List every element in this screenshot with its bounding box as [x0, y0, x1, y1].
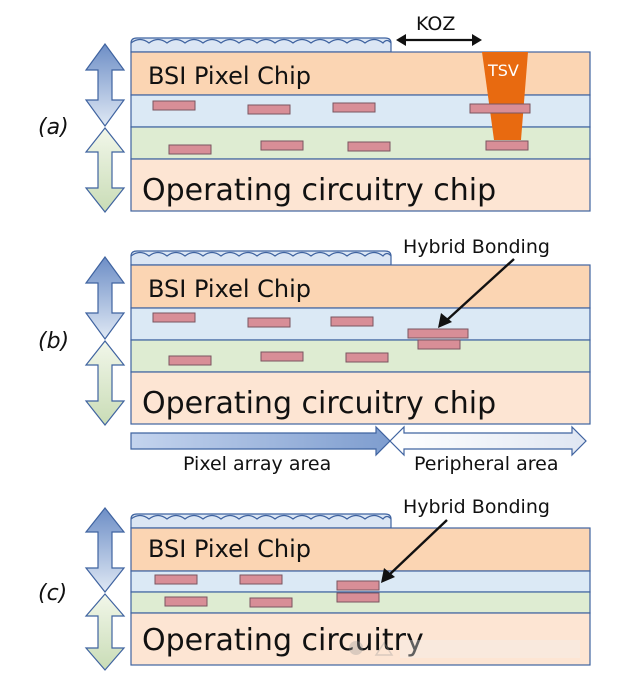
bond-pads — [152, 312, 469, 366]
operating-thickness-arrow — [84, 340, 126, 426]
pad — [336, 592, 380, 603]
pad — [168, 144, 212, 155]
panel-label-a: (a) — [38, 115, 69, 140]
pad — [152, 312, 196, 323]
operating-layer — [130, 158, 591, 212]
hybrid-bonding-label: Hybrid Bonding — [403, 496, 550, 518]
operating-thickness-arrow — [84, 127, 126, 213]
pad — [417, 339, 461, 350]
bond-pads — [152, 100, 531, 155]
koz-arrow — [396, 34, 482, 46]
bsi-thickness-arrow — [84, 507, 126, 593]
koz-label: KOZ — [416, 13, 455, 35]
bond-pads — [154, 574, 380, 608]
panel-c: Hybrid Bonding BSI Pixel Chip Operating … — [38, 496, 591, 671]
pad — [330, 316, 374, 327]
tsv-via — [482, 52, 528, 140]
hybrid-bonding-arrow — [438, 258, 515, 328]
pixel-array-area-label: Pixel array area — [183, 453, 331, 475]
hybrid-bonding-arrow — [381, 519, 448, 583]
pad — [249, 597, 293, 608]
microlens-array — [130, 250, 392, 266]
pad — [239, 574, 283, 585]
panel-a: TSV KOZ BSI Pixel Chip Operating circuit… — [38, 13, 591, 213]
panel-label-c: (c) — [38, 581, 67, 606]
hybrid-bonding-label: Hybrid Bonding — [403, 236, 550, 258]
pad — [260, 140, 304, 151]
bsi-chip-label: BSI Pixel Chip — [148, 62, 311, 90]
pad — [485, 140, 529, 151]
peripheral-area-arrow — [389, 425, 587, 457]
bsi-thickness-arrow — [84, 255, 126, 341]
watermark — [349, 640, 580, 658]
bsi-chip-label: BSI Pixel Chip — [148, 535, 311, 563]
bsi-thickness-arrow — [84, 42, 126, 128]
pixel-array-area-arrow — [130, 425, 391, 457]
pad — [164, 596, 208, 607]
panel-b: Hybrid Bonding BSI Pixel Chip Operating … — [38, 236, 591, 475]
pad — [168, 355, 212, 366]
pad — [469, 103, 531, 114]
operating-layer — [130, 371, 591, 425]
pad — [247, 317, 291, 328]
pad — [345, 352, 389, 363]
bsi-layer — [130, 264, 591, 309]
operating-layer — [130, 612, 591, 666]
pad — [154, 574, 198, 585]
pad — [347, 141, 391, 152]
pad — [152, 100, 196, 111]
bsi-chip-label: BSI Pixel Chip — [148, 275, 311, 303]
panel-label-b: (b) — [38, 329, 69, 354]
pad — [336, 580, 380, 591]
operating-chip-label: Operating circuitry chip — [142, 386, 496, 421]
microlens-array — [130, 513, 392, 529]
pad — [247, 104, 291, 115]
peripheral-area-label: Peripheral area — [414, 453, 559, 475]
tsv-label: TSV — [487, 61, 519, 80]
operating-chip-label: Operating circuitry chip — [142, 173, 496, 208]
operating-chip-label: Operating circuitry — [142, 623, 424, 658]
pad — [260, 351, 304, 362]
pad — [407, 328, 469, 339]
pad — [332, 102, 376, 113]
microlens-array — [130, 37, 392, 53]
operating-thickness-arrow — [84, 593, 126, 671]
